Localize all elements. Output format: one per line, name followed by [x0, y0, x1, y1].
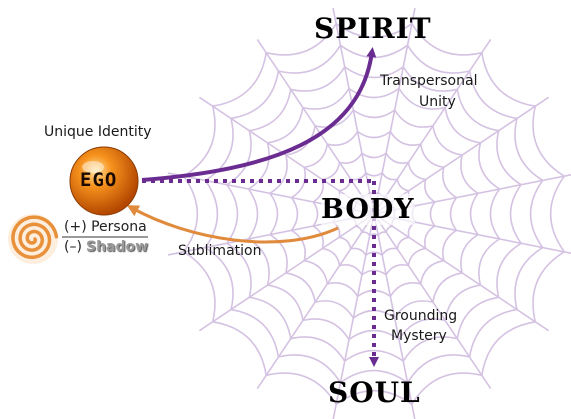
unity-label: Unity: [419, 94, 456, 110]
soul-label: SOUL: [328, 376, 421, 409]
persona-label: (+) Persona: [64, 219, 147, 235]
sublimation-label: Sublimation: [178, 243, 262, 259]
shadow-label: Shadow: [86, 239, 149, 255]
unique-identity-label: Unique Identity: [44, 124, 152, 140]
sublimation-arrow: [126, 205, 339, 244]
spirit-label: SPIRIT: [314, 12, 432, 45]
ego-to-spirit-arrow: [141, 47, 377, 182]
mystery-label: Mystery: [391, 328, 447, 344]
grounding-label: Grounding: [384, 308, 458, 324]
ego-label: EGO: [80, 169, 118, 191]
shadow-sign-label: (–): [64, 239, 82, 255]
spiral-icon: [8, 214, 59, 264]
ego-sphere-icon: [69, 146, 139, 216]
body-label: BODY: [321, 194, 415, 225]
transpersonal-label: Transpersonal: [380, 73, 478, 89]
